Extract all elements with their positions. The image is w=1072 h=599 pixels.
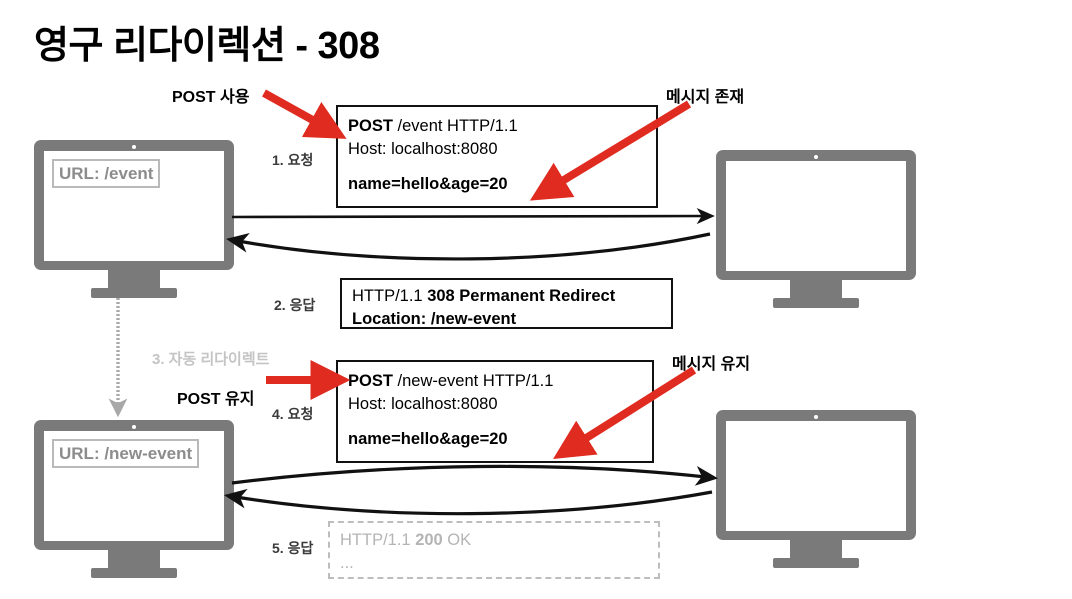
url-bar: URL: /event — [52, 159, 161, 189]
request1-body: name=hello&age=20 — [348, 174, 508, 193]
response1-location-header: Location: /new-event — [352, 310, 517, 329]
monitor-screen: URL: /new-event — [44, 431, 224, 541]
response2-status: 200 — [415, 531, 443, 549]
request2-line1: POST /new-event HTTP/1.1 — [348, 370, 642, 393]
response2-version: HTTP/1.1 — [340, 531, 416, 549]
arrow-response-2 — [223, 488, 713, 516]
arrow-request-2 — [231, 464, 719, 486]
client-monitor-top: URL: /event — [34, 140, 234, 298]
arrow-request-1 — [231, 207, 715, 225]
server-monitor-bottom — [716, 410, 916, 568]
request2-method: POST — [348, 372, 393, 390]
monitor-screen: URL: /event — [44, 151, 224, 261]
page-title: 영구 리다이렉션 - 308 — [34, 25, 380, 67]
response2-ellipsis: ... — [340, 554, 354, 573]
step-label-3: 3. 자동 리다이렉트 — [152, 351, 270, 368]
monitor-screen — [726, 161, 906, 271]
url-bar: URL: /new-event — [52, 439, 200, 469]
response2-status-line: HTTP/1.1 200 OK — [340, 529, 648, 552]
monitor-foot — [91, 288, 177, 298]
webcam-dot-icon — [132, 425, 136, 429]
request1-target: /event HTTP/1.1 — [392, 117, 518, 135]
request1-method: POST — [348, 117, 393, 135]
http-response-box-308: HTTP/1.1 308 Permanent Redirect Location… — [340, 278, 673, 329]
red-arrow-post-usage — [262, 89, 347, 139]
monitor-bezel: URL: /new-event — [34, 420, 234, 550]
callout-message-kept: 메시지 유지 — [672, 356, 751, 373]
step-label-2: 2. 응답 — [274, 297, 316, 313]
webcam-dot-icon — [814, 155, 818, 159]
monitor-foot — [773, 298, 859, 308]
request2-body: name=hello&age=20 — [348, 429, 508, 448]
response1-status-line: HTTP/1.1 308 Permanent Redirect — [352, 285, 661, 308]
monitor-foot — [91, 568, 177, 578]
request1-host-header: Host: localhost:8080 — [348, 140, 498, 159]
server-monitor-top — [716, 150, 916, 308]
arrow-response-1 — [226, 232, 711, 261]
monitor-screen — [726, 421, 906, 531]
client-monitor-bottom: URL: /new-event — [34, 420, 234, 578]
monitor-foot — [773, 558, 859, 568]
http-response-box-200: HTTP/1.1 200 OK ... — [328, 521, 660, 579]
step-label-1: 1. 요청 — [272, 152, 314, 168]
http-request-box-1: POST /event HTTP/1.1 Host: localhost:808… — [336, 105, 658, 208]
step-label-5: 5. 응답 — [272, 540, 314, 556]
monitor-bezel: URL: /event — [34, 140, 234, 270]
monitor-bezel — [716, 410, 916, 540]
callout-post-usage: POST 사용 — [172, 89, 250, 106]
request2-host-header: Host: localhost:8080 — [348, 395, 498, 414]
response2-reason: OK — [442, 531, 472, 549]
monitor-neck — [108, 550, 160, 568]
webcam-dot-icon — [814, 415, 818, 419]
response1-status: 308 Permanent Redirect — [427, 287, 616, 305]
spacer — [348, 162, 646, 173]
monitor-neck — [108, 270, 160, 288]
monitor-neck — [790, 280, 842, 298]
webcam-dot-icon — [132, 145, 136, 149]
step-label-4: 4. 요청 — [272, 406, 314, 422]
spacer — [348, 417, 642, 428]
monitor-bezel — [716, 150, 916, 280]
monitor-neck — [790, 540, 842, 558]
response1-version: HTTP/1.1 — [352, 287, 428, 305]
callout-post-kept: POST 유지 — [177, 391, 255, 408]
request1-line1: POST /event HTTP/1.1 — [348, 115, 646, 138]
callout-message-exists: 메시지 존재 — [666, 89, 745, 106]
http-request-box-2: POST /new-event HTTP/1.1 Host: localhost… — [336, 360, 654, 463]
request2-target: /new-event HTTP/1.1 — [392, 372, 554, 390]
